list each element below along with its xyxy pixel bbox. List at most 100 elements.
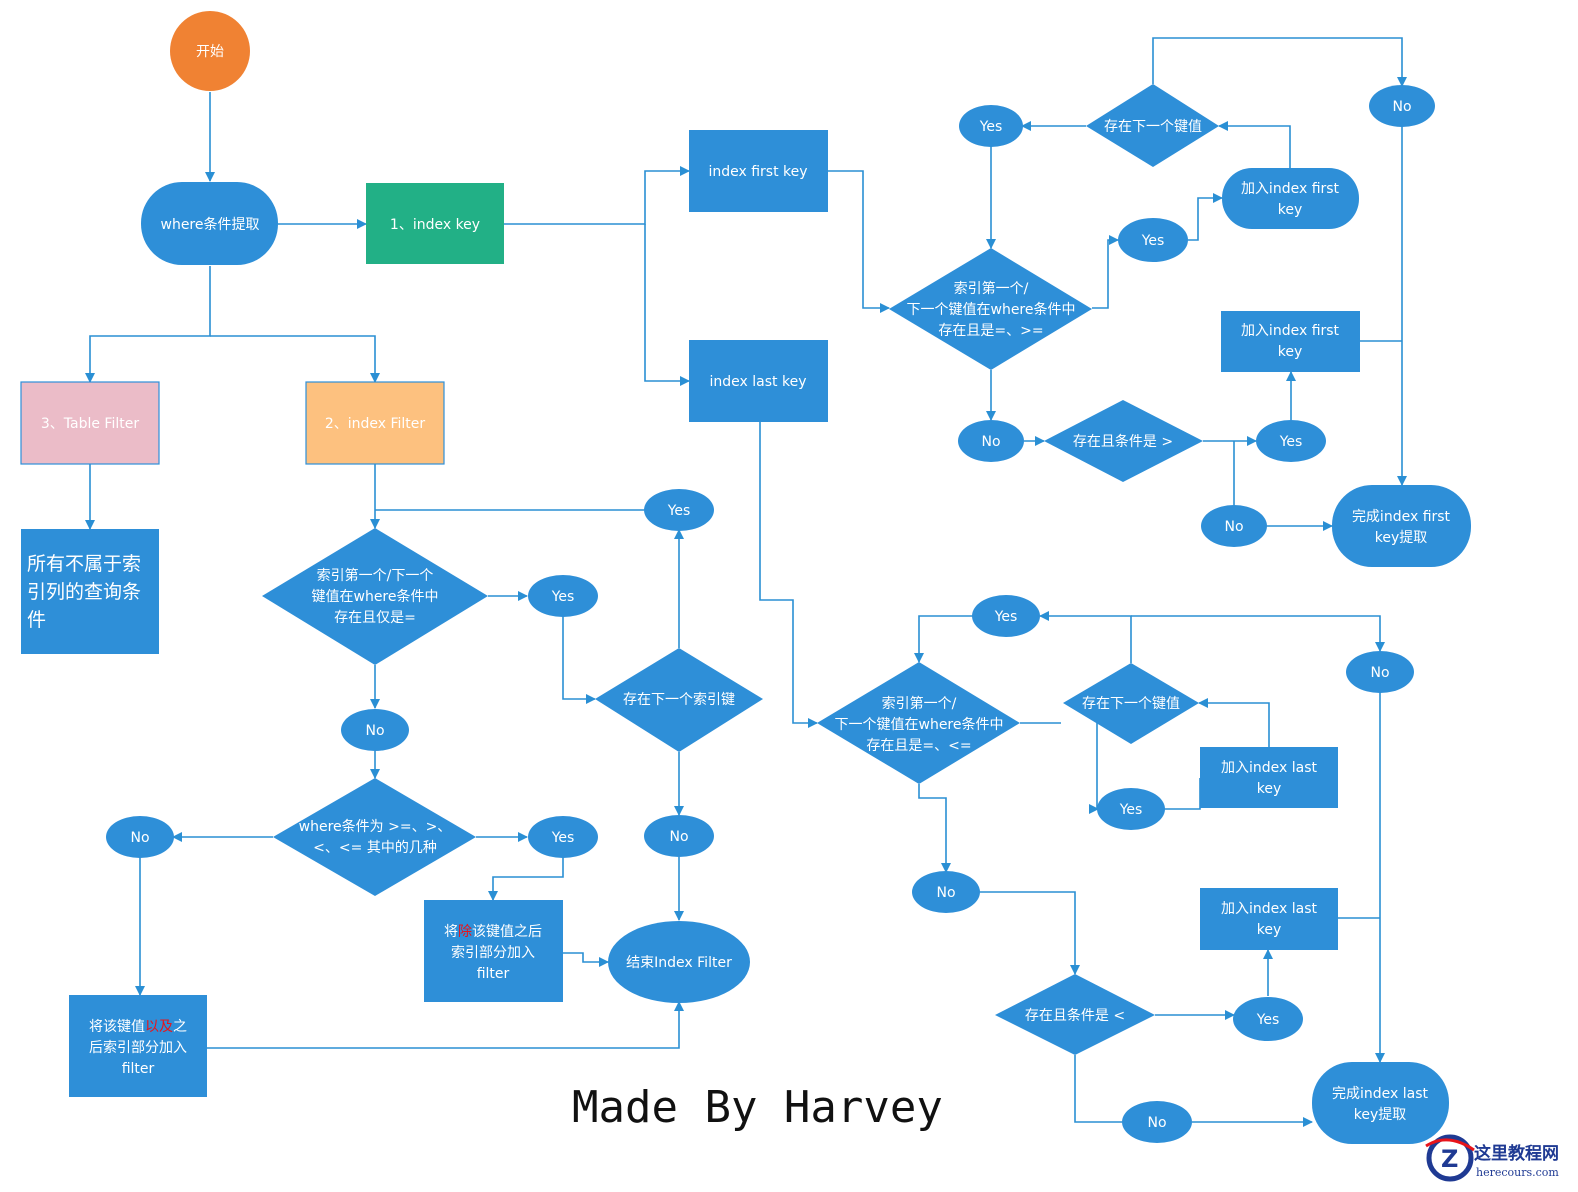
- connector: [828, 170, 890, 313]
- if-add-incl-node: [69, 995, 207, 1097]
- watermark-cn: 这里教程网: [1474, 1143, 1559, 1164]
- connector: [1089, 723, 1099, 814]
- if-condition-line-2: 键值在where条件中: [312, 588, 439, 605]
- first-next-key-label: 存在下一个键值: [1104, 119, 1202, 135]
- if-condition-line-1: 索引第一个/下一个: [317, 567, 434, 584]
- not-index-conditions-line-2: 引列的查询条: [27, 581, 141, 603]
- if-add-incl-part-2: 之: [173, 1019, 187, 1035]
- last-condition-line-1: 索引第一个/: [882, 695, 957, 712]
- if-end-label: 结束Index Filter: [626, 955, 732, 971]
- if-add-after-part-2: 该键值之后: [472, 924, 542, 940]
- last-lt-label: 存在且条件是 <: [1025, 1007, 1125, 1024]
- first-add-first-key-1-line-2: key: [1278, 202, 1303, 218]
- last-add-last-key-1: [1200, 747, 1338, 808]
- last-cond-yes: [1097, 788, 1165, 830]
- credit-text: Made By Harvey: [572, 1082, 943, 1133]
- connector: [563, 952, 609, 967]
- first-condition-line-2: 下一个键值在where条件中: [907, 301, 1076, 318]
- last-next-yes: [972, 595, 1040, 637]
- index-last-key-node: [689, 340, 828, 422]
- last-lt-no-label: No: [1147, 1115, 1166, 1131]
- first-cond-yes: [1118, 218, 1188, 262]
- index-first-key-label: index first key: [708, 164, 807, 180]
- first-next-yes: [959, 105, 1023, 147]
- if-condition-line-3: 存在且仅是=: [334, 610, 416, 626]
- first-add-first-key-2-line-2: key: [1278, 344, 1303, 360]
- first-done-node: [1332, 485, 1471, 567]
- where-extract-label: where条件提取: [161, 216, 260, 233]
- connector: [1164, 778, 1201, 810]
- connector: [644, 224, 690, 386]
- connector: [1188, 193, 1223, 241]
- if-next-no-label: No: [669, 829, 688, 845]
- if-add-incl-line-2: 后索引部分加入: [89, 1039, 187, 1056]
- if-add-after-line-1: 将除该键值之后: [444, 924, 542, 940]
- if-cond-yes-label: Yes: [551, 589, 575, 605]
- first-gt-no-label: No: [1224, 519, 1243, 535]
- last-next-key-label: 存在下一个键值: [1082, 696, 1180, 712]
- if-range-line-2: <、<= 其中的几种: [313, 840, 437, 856]
- connector: [488, 857, 564, 901]
- last-lt-diamond: [995, 974, 1155, 1055]
- first-next-no: [1369, 85, 1435, 127]
- if-range-diamond: [273, 778, 476, 896]
- if-range-no-label: No: [130, 830, 149, 846]
- connector: [914, 615, 973, 663]
- connector: [504, 166, 690, 225]
- first-next-key-diamond: [1086, 84, 1219, 167]
- connector: [1131, 615, 1385, 652]
- if-range-yes-label: Yes: [551, 830, 575, 846]
- if-add-incl-line-1: 将该键值以及之: [89, 1019, 187, 1035]
- watermark-en: herecours.com: [1476, 1166, 1559, 1179]
- where-extract-node: [141, 182, 278, 265]
- last-add-last-key-1-line-2: key: [1257, 781, 1282, 797]
- connector: [85, 266, 211, 383]
- last-next-no-label: No: [1370, 665, 1389, 681]
- first-done-line-2: key提取: [1375, 530, 1428, 546]
- last-add-last-key-2: [1200, 888, 1338, 950]
- connector: [207, 1001, 684, 1049]
- last-next-key-diamond: [1063, 663, 1199, 744]
- start-node: [170, 11, 250, 91]
- last-next-no: [1346, 651, 1414, 693]
- last-cond-yes-label: Yes: [1119, 802, 1143, 818]
- logo-z-icon: Z: [1441, 1145, 1458, 1173]
- first-next-yes-label: Yes: [979, 119, 1003, 135]
- not-index-conditions-line-3: 件: [27, 609, 46, 631]
- if-next-yes-label: Yes: [667, 503, 691, 519]
- table-filter-label: 3、Table Filter: [41, 416, 139, 432]
- connector: [1092, 235, 1119, 309]
- first-gt-yes: [1256, 420, 1326, 462]
- if-add-incl-highlight: 以及: [145, 1019, 173, 1035]
- logo-mark-icon: [1426, 1134, 1474, 1182]
- index-first-key-node: [689, 130, 828, 212]
- index-filter-label: 2、index Filter: [325, 416, 426, 432]
- first-next-no-label: No: [1392, 99, 1411, 115]
- logo-swoosh-icon: [1425, 1138, 1475, 1152]
- first-add-first-key-1-line-1: 加入index first: [1241, 181, 1340, 197]
- first-gt-diamond: [1044, 400, 1203, 482]
- not-index-conditions-line-1: 所有不属于索: [27, 553, 141, 575]
- index-last-key-label: index last key: [710, 374, 807, 390]
- if-next-yes: [644, 489, 714, 531]
- connector: [980, 891, 1080, 975]
- connector: [1218, 121, 1291, 168]
- connector: [562, 616, 596, 704]
- first-condition-diamond: [889, 248, 1092, 370]
- last-cond-no: [912, 871, 980, 913]
- connector: [1039, 611, 1132, 663]
- last-condition-line-2: 下一个键值在where条件中: [835, 716, 1004, 733]
- index-key-label: 1、index key: [390, 217, 480, 233]
- not-index-conditions-node: [21, 529, 159, 654]
- connector: [1198, 698, 1270, 747]
- if-end-node: [608, 921, 750, 1003]
- first-cond-yes-label: Yes: [1141, 233, 1165, 249]
- if-cond-no-label: No: [365, 723, 384, 739]
- if-range-line-1: where条件为 >=、>、: [299, 818, 452, 835]
- if-next-index-label: 存在下一个索引键: [623, 691, 735, 708]
- watermark-logo: Z 这里教程网 herecours.com: [1425, 1134, 1559, 1182]
- first-add-first-key-2-line-1: 加入index first: [1241, 323, 1340, 339]
- if-add-after-node: [424, 900, 563, 1002]
- if-add-after-line-2: 索引部分加入: [451, 944, 535, 961]
